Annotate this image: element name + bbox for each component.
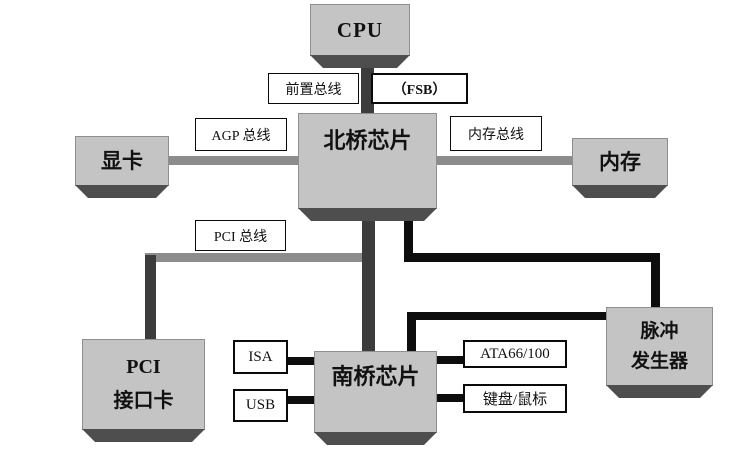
pulse-generator-node-shadow xyxy=(606,385,713,398)
pci-card-label-line2: 接口卡 xyxy=(113,390,174,412)
agp-bus-label: AGP 总线 xyxy=(195,118,287,151)
cpu-node-shadow xyxy=(310,55,410,68)
pulse-generator-label-line2: 发生器 xyxy=(630,350,688,372)
graphics-card-node-shadow xyxy=(75,185,169,198)
northbridge-pulse-link-down xyxy=(404,208,413,261)
pci-card-link-vertical xyxy=(145,255,156,340)
keyboard-mouse-label: 键盘/鼠标 xyxy=(463,384,567,413)
pci-card-node: PCI 接口卡 xyxy=(82,339,205,430)
cpu-northbridge-link xyxy=(361,54,374,114)
pci-card-label-line1: PCI xyxy=(126,356,161,378)
graphics-card-label: 显卡 xyxy=(101,148,143,173)
northbridge-node: 北桥芯片 xyxy=(298,113,437,209)
cpu-node: CPU xyxy=(310,4,410,56)
southbridge-node: 南桥芯片 xyxy=(314,351,437,433)
northbridge-label: 北桥芯片 xyxy=(323,128,412,153)
isa-southbridge-link xyxy=(287,357,315,365)
memory-node: 内存 xyxy=(572,138,668,186)
graphics-card-node: 显卡 xyxy=(75,136,169,186)
pulse-southbridge-link-across xyxy=(407,312,608,320)
front-side-bus-label: 前置总线 xyxy=(268,73,359,104)
memory-label: 内存 xyxy=(599,149,641,174)
ata-label: ATA66/100 xyxy=(463,340,567,368)
cpu-label: CPU xyxy=(336,17,384,42)
southbridge-label: 南桥芯片 xyxy=(331,364,420,389)
fsb-label: （FSB） xyxy=(371,73,468,104)
pulse-generator-node: 脉冲 发生器 xyxy=(606,307,713,386)
pci-card-node-shadow xyxy=(82,429,205,442)
memory-node-shadow xyxy=(572,185,668,198)
southbridge-ata-link xyxy=(436,356,464,364)
isa-label: ISA xyxy=(233,340,288,374)
northbridge-node-shadow xyxy=(298,208,437,221)
pci-bus-line xyxy=(145,253,374,262)
usb-label: USB xyxy=(233,389,288,422)
usb-southbridge-link xyxy=(287,396,315,404)
pci-bus-label: PCI 总线 xyxy=(195,220,286,251)
northbridge-pulse-link-drop xyxy=(651,253,660,310)
southbridge-keyboard-link xyxy=(436,394,464,402)
southbridge-node-shadow xyxy=(314,432,437,445)
memory-bus-label: 内存总线 xyxy=(450,116,542,151)
pulse-generator-label-line1: 脉冲 xyxy=(640,320,679,342)
northbridge-southbridge-link xyxy=(362,207,375,353)
northbridge-pulse-link-across xyxy=(404,253,660,262)
pulse-southbridge-link-drop xyxy=(407,312,416,353)
